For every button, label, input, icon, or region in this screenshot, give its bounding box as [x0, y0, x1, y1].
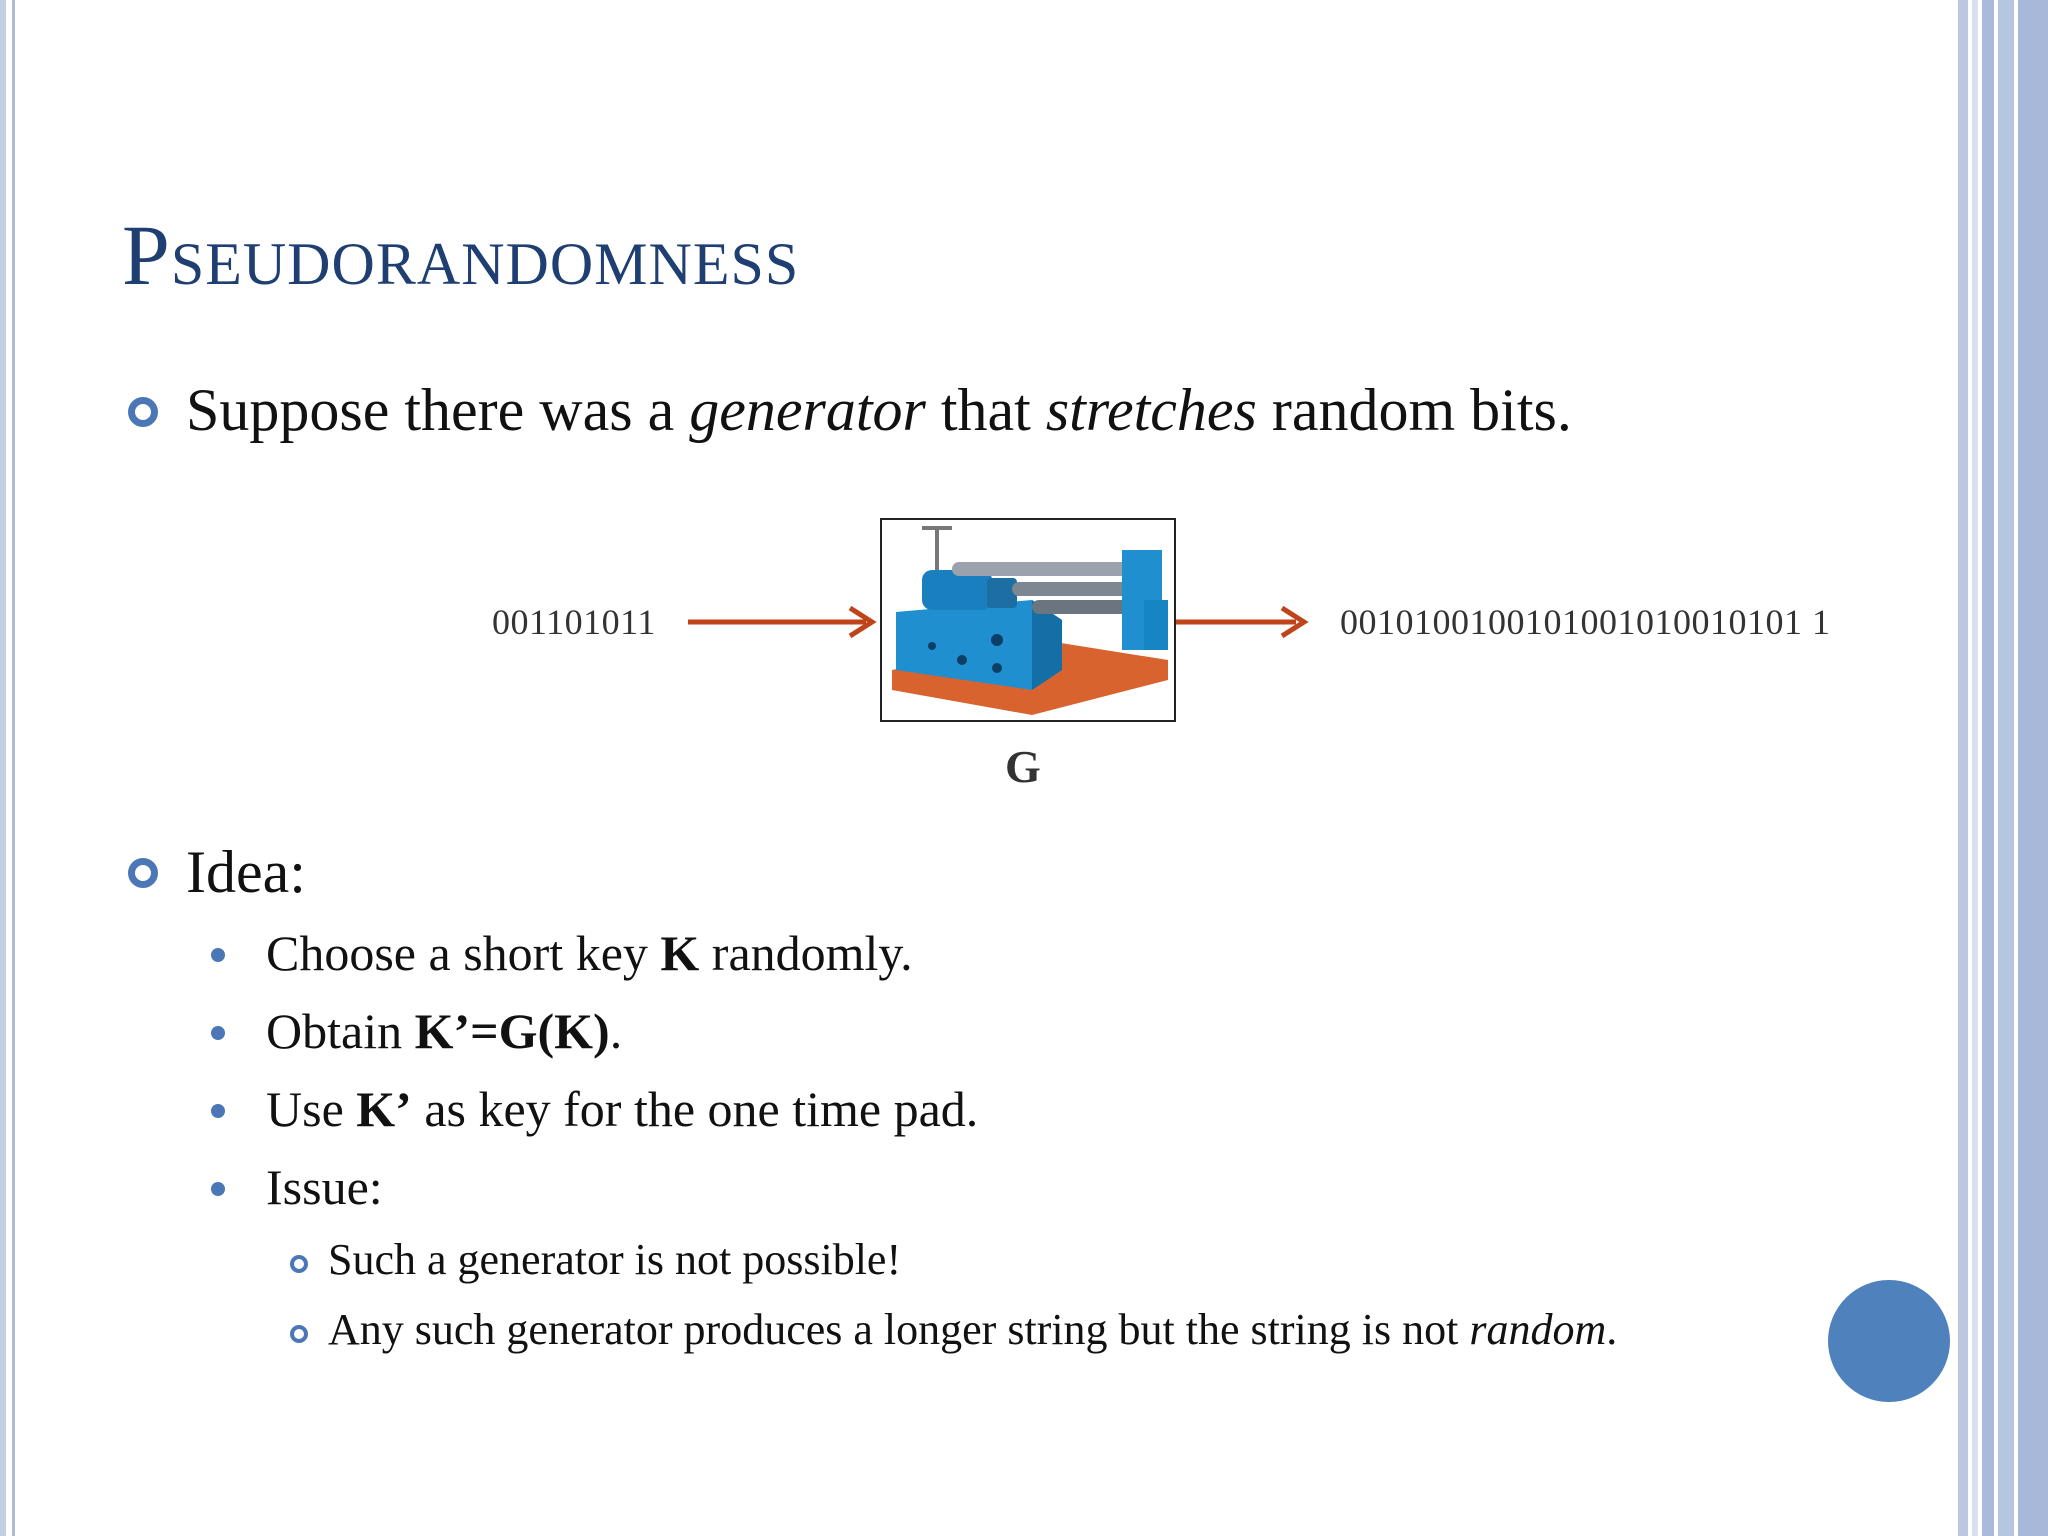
- bullet-idea: Idea:: [186, 839, 306, 905]
- right-border-band: [1982, 0, 1994, 1536]
- ring-bullet-icon: [128, 397, 158, 427]
- idea-item-bold: K: [660, 925, 700, 981]
- rolling-machine-icon: [892, 526, 1168, 715]
- bullet-text: that: [925, 377, 1046, 443]
- idea-item: Use K’ as key for the one time pad.: [266, 1084, 978, 1134]
- idea-item-text: Obtain: [266, 1003, 415, 1059]
- idea-item-bold: K’: [356, 1081, 412, 1137]
- output-arrow-icon: [1176, 605, 1309, 639]
- decorative-circle: [1828, 1280, 1950, 1402]
- issue-item: Any such generator produces a longer str…: [328, 1308, 1617, 1352]
- small-ring-bullet-icon: [290, 1255, 308, 1273]
- input-bits: 001101011: [492, 602, 656, 642]
- issue-item-text: Such a generator is not possible!: [328, 1235, 902, 1284]
- left-border: [0, 0, 6, 1536]
- idea-item-text: .: [609, 1003, 623, 1059]
- generator-box: [880, 518, 1176, 722]
- slide-title: Pseudorandomness: [122, 207, 800, 303]
- ring-bullet-icon: [128, 858, 158, 888]
- idea-item-text: randomly.: [699, 925, 913, 981]
- right-border-band: [1972, 0, 1978, 1536]
- issue-item-text: .: [1606, 1305, 1618, 1354]
- idea-item-text: Choose a short key: [266, 925, 661, 981]
- right-border-band: [1998, 0, 2014, 1536]
- idea-item: Issue:: [266, 1162, 383, 1212]
- idea-item-text: as key for the one time pad.: [411, 1081, 979, 1137]
- issue-item-text: Any such generator produces a longer str…: [328, 1305, 1470, 1354]
- output-bits: 0010100100101001010010101 1: [1340, 602, 1831, 642]
- right-border-band: [2018, 0, 2048, 1536]
- idea-item-text: Issue:: [266, 1159, 383, 1215]
- dot-bullet-icon: [211, 1104, 225, 1118]
- idea-item: Choose a short key K randomly.: [266, 928, 913, 978]
- idea-item: Obtain K’=G(K).: [266, 1006, 622, 1056]
- dot-bullet-icon: [211, 948, 225, 962]
- small-ring-bullet-icon: [290, 1325, 308, 1343]
- idea-item-bold: K’=G(K): [414, 1003, 610, 1059]
- bullet-emphasis: generator: [689, 377, 926, 443]
- bullet-emphasis: stretches: [1045, 377, 1257, 443]
- issue-item: Such a generator is not possible!: [328, 1238, 901, 1282]
- right-border-band: [1958, 0, 1968, 1536]
- idea-item-text: Use: [266, 1081, 357, 1137]
- bullet-text: random bits.: [1256, 377, 1572, 443]
- left-border-line: [12, 0, 15, 1536]
- bullet-generator: Suppose there was a generator that stret…: [186, 380, 1572, 440]
- dot-bullet-icon: [211, 1182, 225, 1196]
- dot-bullet-icon: [211, 1026, 225, 1040]
- generator-label: G: [1005, 741, 1041, 792]
- bullet-text: Suppose there was a: [186, 377, 690, 443]
- issue-item-emphasis: random: [1469, 1305, 1607, 1354]
- input-arrow-icon: [688, 605, 877, 639]
